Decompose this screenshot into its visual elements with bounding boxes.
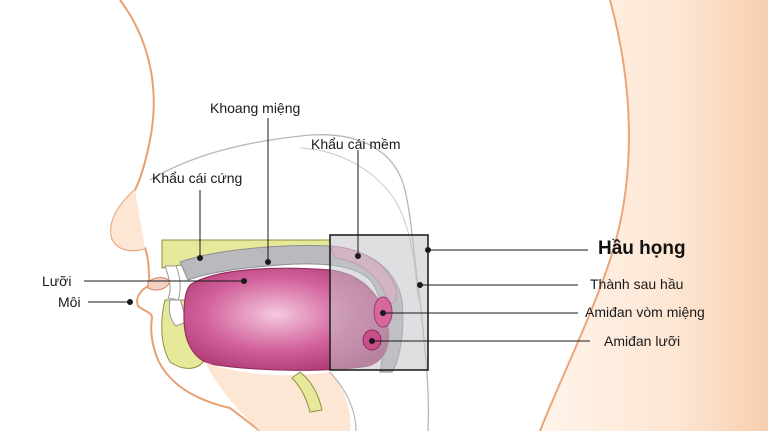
throat-skin [205, 362, 351, 431]
label-amidan-luoi: Amiđan lưỡi [604, 333, 681, 349]
dot-hau-hong [425, 247, 431, 253]
dot-luoi [241, 278, 247, 284]
dot-amidan-vom-mieng [380, 310, 386, 316]
label-khoang-mieng: Khoang miệng [210, 100, 301, 116]
nose-fill [111, 190, 145, 251]
label-khau-cai-cung: Khẩu cái cứng [152, 170, 243, 186]
label-khau-cai-mem: Khẩu cái mềm [311, 136, 401, 152]
dot-khau-cai-mem [355, 253, 361, 259]
title-hau-hong: Hầu họng [598, 238, 686, 259]
dot-thanh-sau-hau [417, 282, 423, 288]
hyoid-shape [291, 371, 323, 413]
neck-outline [539, 0, 630, 432]
label-moi: Môi [58, 294, 81, 310]
dot-moi [127, 299, 133, 305]
label-thanh-sau-hau: Thành sau hầu [590, 276, 684, 292]
face-outline [110, 0, 261, 432]
dot-khau-cai-cung [197, 255, 203, 261]
lip-shape [147, 277, 171, 291]
dot-khoang-mieng [265, 259, 271, 265]
neck-skin [540, 0, 768, 431]
throat-line [329, 371, 357, 432]
dot-amidan-luoi [369, 338, 375, 344]
label-luoi: Lưỡi [42, 273, 72, 289]
label-amidan-vom-mieng: Amiđan vòm miệng [585, 304, 705, 320]
